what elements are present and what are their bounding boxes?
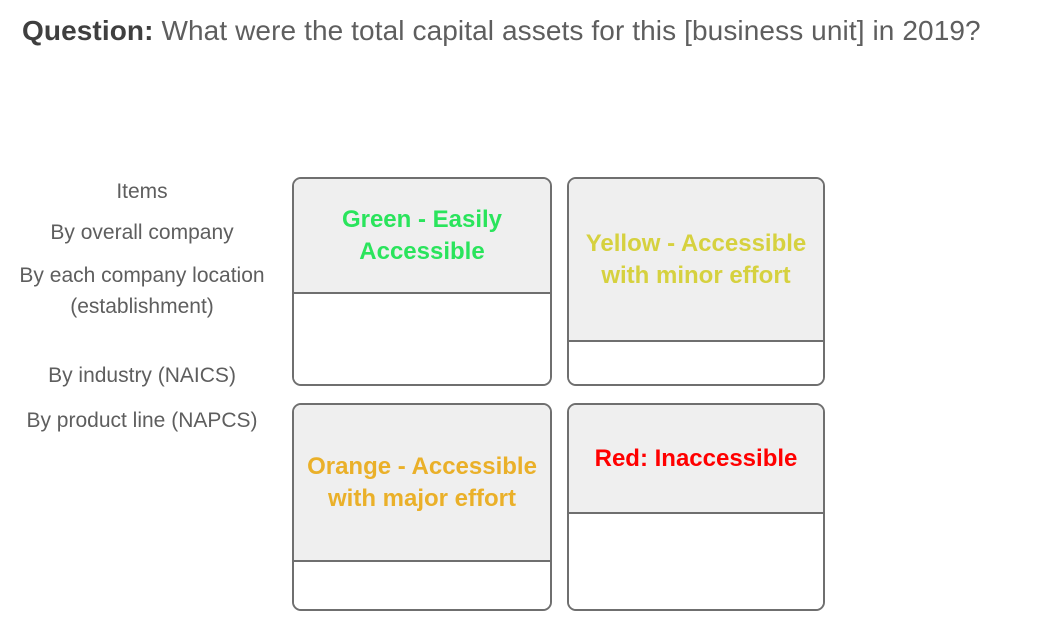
quadrant-green[interactable]: Green - Easily Accessible — [292, 177, 552, 386]
quadrant-orange-title: Orange - Accessible with major effort — [294, 405, 550, 562]
quadrant-yellow[interactable]: Yellow - Accessible with minor effort — [567, 177, 825, 386]
question-label: Question — [22, 15, 145, 46]
quadrant-red[interactable]: Red: Inaccessible — [567, 403, 825, 611]
row-label-items: Items — [116, 180, 168, 203]
quadrant-orange-entries[interactable] — [294, 562, 550, 609]
question-prompt: Question: What were the total capital as… — [22, 8, 1042, 54]
question-text: What were the total capital assets for t… — [161, 15, 981, 46]
row-label-by-each-company-location: By each company location (establishment) — [19, 264, 265, 318]
row-label-by-industry-naics: By industry (NAICS) — [48, 364, 236, 387]
quadrant-green-title: Green - Easily Accessible — [294, 179, 550, 294]
quadrant-orange[interactable]: Orange - Accessible with major effort — [292, 403, 552, 611]
row-label-by-product-line-napcs: By product line (NAPCS) — [26, 409, 258, 432]
quadrant-red-title: Red: Inaccessible — [569, 405, 823, 514]
quadrant-green-entries[interactable] — [294, 294, 550, 384]
question-separator: : — [144, 15, 154, 46]
row-label-by-overall-company: By overall company — [50, 221, 234, 244]
quadrant-yellow-entries[interactable] — [569, 342, 823, 384]
quadrant-yellow-title: Yellow - Accessible with minor effort — [569, 179, 823, 342]
row-label-column: Items By overall company By each company… — [8, 176, 276, 444]
quadrant-red-entries[interactable] — [569, 514, 823, 609]
